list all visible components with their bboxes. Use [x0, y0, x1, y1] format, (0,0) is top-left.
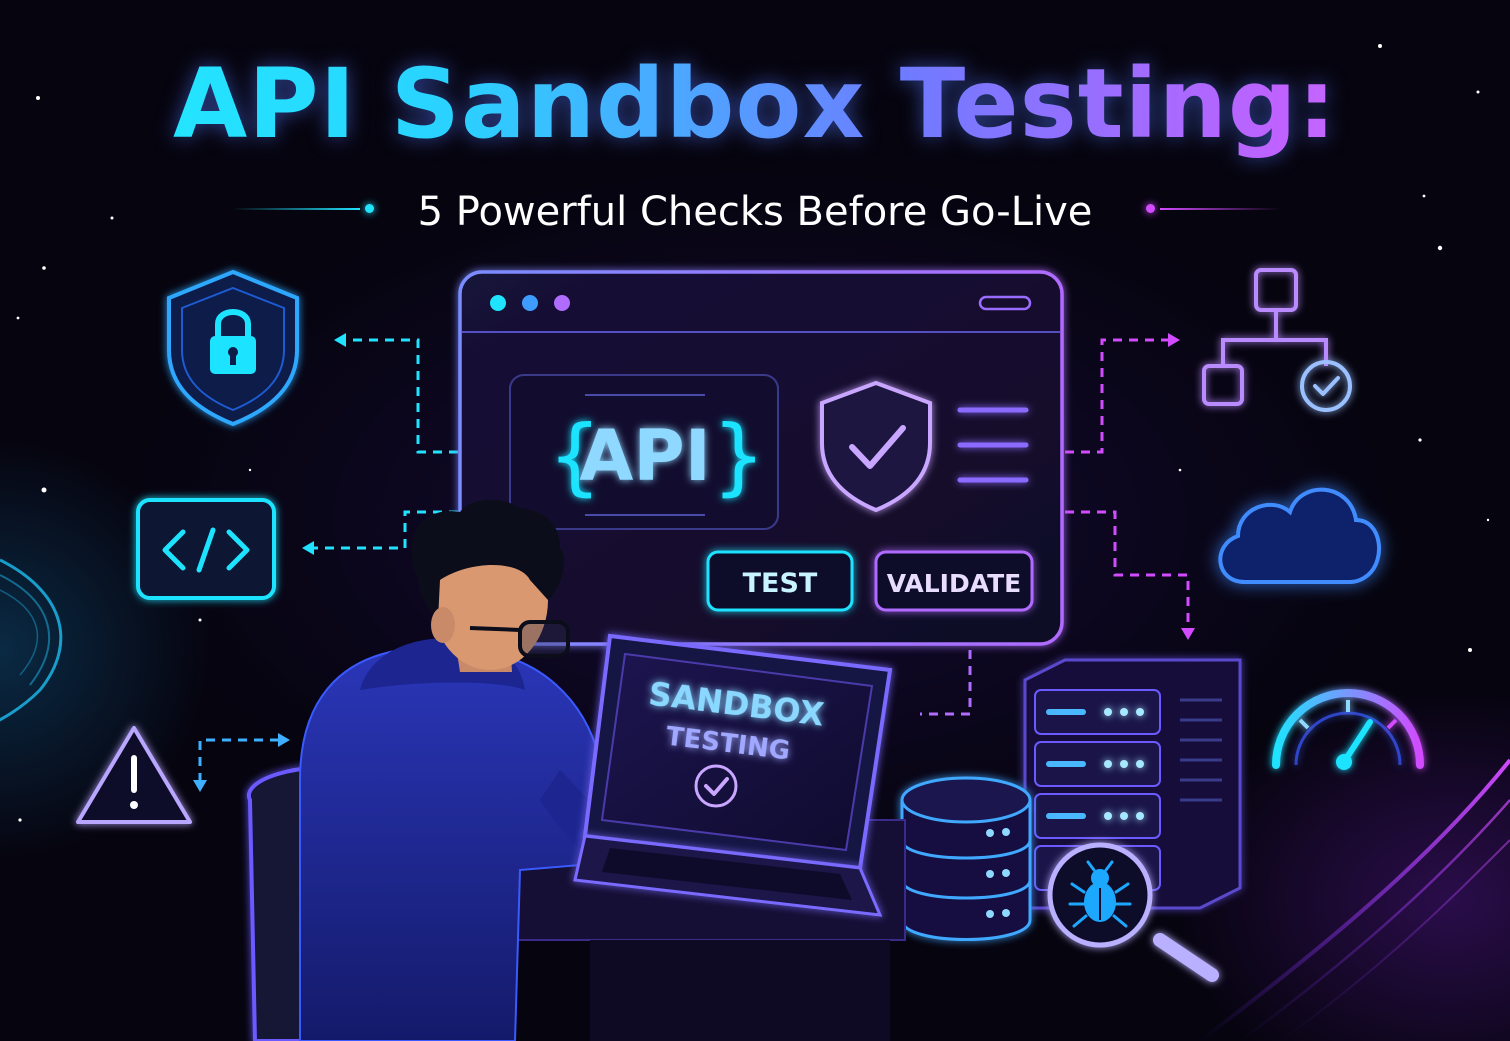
- test-button[interactable]: TEST: [706, 550, 854, 612]
- right-swoosh: [1198, 758, 1510, 1041]
- database-icon: [900, 776, 1032, 941]
- laptop: SANDBOX TESTING: [573, 633, 893, 917]
- window-dot-3: [554, 295, 570, 311]
- connectors: [198, 338, 1190, 782]
- flow-chart-icon: [1202, 268, 1352, 412]
- api-right-brace: }: [712, 407, 765, 505]
- subtitle: 5 Powerful Checks Before Go-Live: [417, 189, 1093, 235]
- window-dot-1: [490, 295, 506, 311]
- warning-icon: [76, 726, 192, 824]
- subtitle-dot-right: [1146, 204, 1155, 213]
- subtitle-line-right: [1160, 208, 1280, 210]
- content-lines: [957, 407, 1029, 483]
- code-icon: [136, 498, 276, 600]
- api-browser-window: { } API TEST VALIDATE: [458, 270, 1064, 646]
- subtitle-dot-left: [365, 204, 374, 213]
- window-dot-2: [522, 295, 538, 311]
- cloud-icon: [1218, 487, 1382, 584]
- api-left-brace: {: [548, 407, 601, 505]
- test-button-label: TEST: [743, 568, 818, 599]
- laptop-check-icon: [694, 764, 738, 808]
- shield-lock-icon: [167, 269, 299, 427]
- validate-button-label: VALIDATE: [887, 569, 1022, 598]
- shield-check-icon: [820, 380, 932, 513]
- stars: [16, 44, 1490, 822]
- subtitle-line-left: [232, 208, 360, 210]
- connector-arrows: [193, 333, 1195, 792]
- api-label: API: [579, 415, 711, 497]
- window-address-pill: [978, 295, 1032, 311]
- validate-button[interactable]: VALIDATE: [874, 550, 1034, 612]
- bug-search-icon: [1047, 842, 1219, 982]
- main-title: API Sandbox Testing:: [0, 51, 1510, 158]
- left-swoosh: [0, 558, 63, 722]
- speedometer-icon: [1272, 689, 1424, 770]
